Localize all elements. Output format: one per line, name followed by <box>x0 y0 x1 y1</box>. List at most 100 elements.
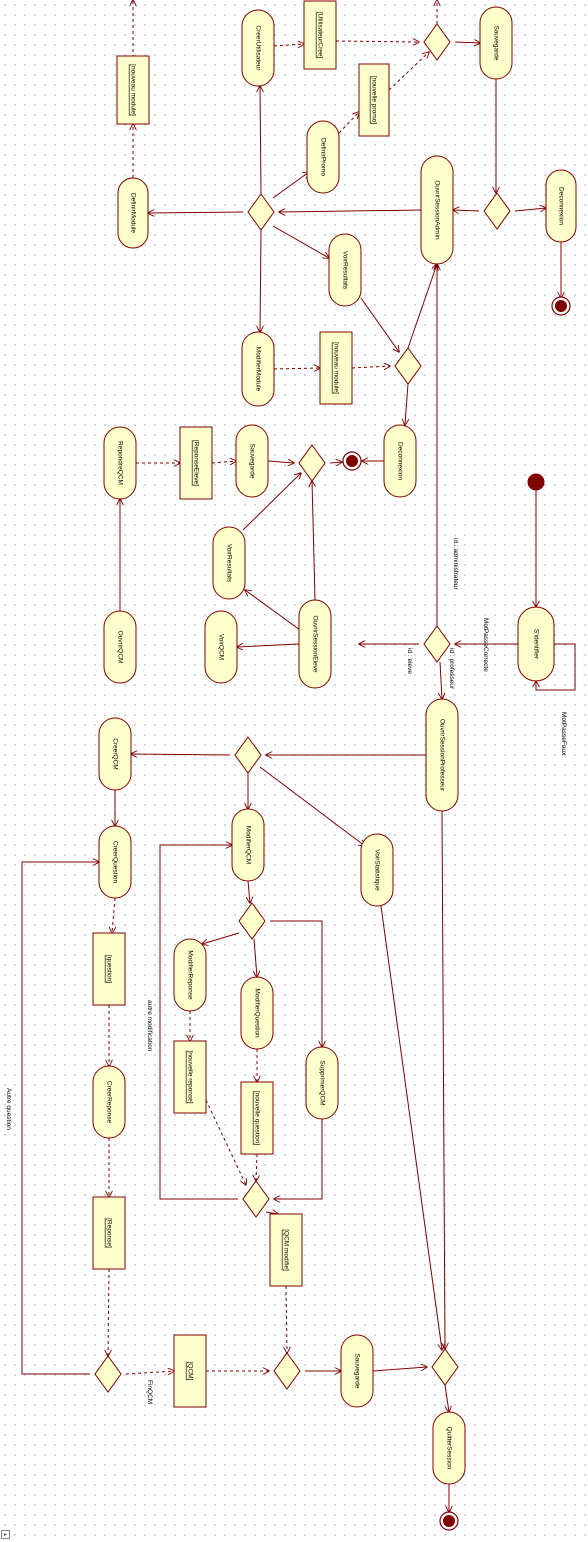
activity-label: ModifierReponse <box>187 950 194 1000</box>
edge-dec-to-creer-util <box>260 86 261 195</box>
object-shape <box>240 1081 274 1155</box>
final-node-admin <box>551 296 571 316</box>
decision-modif-end[interactable] <box>242 1180 270 1218</box>
edge-save-prof-to-dec <box>372 1367 427 1372</box>
activity-definir-promo[interactable]: DefinirPromo <box>306 120 340 194</box>
object-label: [Reponse] <box>106 1218 113 1248</box>
activity-ouvrir-qcm[interactable]: OuvrirQCM <box>103 610 137 684</box>
object-nouveau-module-top[interactable]: [nouveau module] <box>116 55 150 125</box>
object-nouvelle-question[interactable]: [nouvelle question] <box>240 1081 274 1155</box>
activity-voir-qcm[interactable]: VoirQCM <box>204 610 238 684</box>
activity-deconnexion-admin[interactable]: Deconnexion <box>545 169 577 243</box>
activity-modifier-question[interactable]: ModifierQuestion <box>240 976 274 1050</box>
object-question[interactable]: [question] <box>92 932 126 1006</box>
activity-label: ModifierModule <box>255 347 262 392</box>
activity-shape <box>204 610 238 684</box>
activity-voir-resultats-admin[interactable]: VoirResultats <box>328 233 362 307</box>
edge-admin-to-decision <box>279 210 422 212</box>
object-shape <box>173 1040 207 1114</box>
activity-sauvegarde-eleve[interactable]: Sauvegarde <box>235 424 269 498</box>
object-shape <box>116 55 150 125</box>
activity-shape <box>241 331 275 407</box>
activity-creer-qcm[interactable]: CreerQCM <box>98 717 132 791</box>
decision-modif[interactable] <box>238 902 266 940</box>
object-shape <box>319 331 353 405</box>
edge-dec-to-creerqcm <box>131 754 231 755</box>
activity-creer-utilisateur[interactable]: CreerUtilisateur <box>241 9 275 87</box>
decision-save-qcm[interactable] <box>273 1352 301 1390</box>
activity-shape <box>479 6 513 80</box>
edge-obj-promo-to-dec <box>388 52 429 91</box>
object-reponse[interactable]: [Reponse] <box>92 1196 126 1270</box>
object-label: [nouvelle reponse] <box>187 1050 194 1103</box>
activity-label: SupprimerQCM <box>319 1060 326 1105</box>
edge-nrep-to-dec <box>205 1099 246 1185</box>
activity-voir-resultats-eleve[interactable]: VoirResultats <box>212 526 246 600</box>
activity-label: CreerUtilisateur <box>255 25 262 71</box>
object-qcm-modifie[interactable]: [QCM modifie] <box>269 1213 303 1287</box>
activity-quitter-session[interactable]: QuitterSession <box>432 1411 466 1485</box>
activity-ouvrir-session-professeur[interactable]: OuvrirSessionProfesseur <box>425 698 459 812</box>
activity-sauvegarde-admin[interactable]: Sauvegarde <box>479 6 513 80</box>
object-label: [nouveau module] <box>333 342 340 394</box>
guard-autre-question: Autre question <box>5 1088 12 1130</box>
activity-shape <box>306 120 340 194</box>
activity-shape <box>383 424 417 498</box>
object-shape <box>179 426 213 500</box>
object-label: [QCM modifie] <box>283 1229 290 1271</box>
resize-handle-icon[interactable]: ▸ <box>1 1530 10 1539</box>
decision-admin-module[interactable] <box>394 347 422 385</box>
decision-admin-main[interactable] <box>247 193 275 231</box>
activity-shape <box>240 976 274 1050</box>
object-label: [question] <box>106 955 113 983</box>
activity-creer-reponse[interactable]: CreerReponse <box>92 1065 126 1139</box>
object-nouvelle-reponse[interactable]: [nouvelle reponse] <box>173 1040 207 1114</box>
decision-admin-save[interactable] <box>423 23 451 61</box>
activity-shape <box>340 1334 374 1408</box>
activity-shape <box>432 1411 466 1485</box>
activity-creer-question[interactable]: CreerQuestion <box>98 825 132 899</box>
activity-sauvegarde-prof[interactable]: Sauvegarde <box>340 1334 374 1408</box>
activity-label: VoirResultats <box>226 544 233 583</box>
activity-shape <box>425 698 459 812</box>
decision-quit[interactable] <box>431 1348 459 1386</box>
decision-admin-logout[interactable] <box>483 192 511 230</box>
activity-modifier-reponse[interactable]: ModifierReponse <box>173 938 207 1012</box>
edge-dec-to-stat <box>259 766 365 846</box>
activity-repondre-qcm[interactable]: RepondreQCM <box>103 426 137 500</box>
object-nouveau-module-mid[interactable]: [nouveau module] <box>319 331 353 405</box>
edge-suppr-to-dec <box>274 1119 323 1199</box>
edge-rep-to-save <box>211 461 236 463</box>
activity-supprimer-qcm[interactable]: SupprimerQCM <box>305 1046 339 1120</box>
object-utilisateur-cree[interactable]: [UtilisateurCree] <box>303 0 337 70</box>
activity-sidentifier[interactable]: S'identifier <box>517 606 555 682</box>
decision-prof[interactable] <box>234 736 262 774</box>
activity-deconnexion-eleve[interactable]: Deconnexion <box>383 424 417 498</box>
activity-label: Deconnexion <box>558 187 565 225</box>
edge-dec-to-modquest <box>254 938 257 977</box>
edge-modqcm-to-dec <box>248 880 250 903</box>
decision-login[interactable] <box>423 625 451 663</box>
object-shape <box>92 1196 126 1270</box>
decision-eleve[interactable] <box>298 444 326 482</box>
object-shape <box>358 63 390 137</box>
activity-modifier-module[interactable]: ModifierModule <box>241 331 275 407</box>
activity-label: DefinirModule <box>130 193 137 233</box>
object-nouvelle-promo[interactable]: [nouvelle promo] <box>358 63 390 137</box>
edge-login-to-prof <box>440 661 442 699</box>
object-shape <box>303 0 337 70</box>
edge-autre-modification <box>159 845 238 1200</box>
activity-modifier-qcm[interactable]: ModifierQCM <box>231 808 265 882</box>
activity-label: OuvrirSessionProfesseur <box>439 719 446 792</box>
activity-ouvrir-session-eleve[interactable]: OuvrirSessionEleve <box>298 599 332 689</box>
object-qcm[interactable]: [QCM] <box>173 1334 207 1408</box>
activity-label: Deconnexion <box>397 442 404 480</box>
object-shape <box>269 1213 303 1287</box>
activity-definir-module[interactable]: DefinirModule <box>117 177 149 249</box>
activity-voir-statistique[interactable]: VoirStatistique <box>360 833 394 907</box>
activity-ouvrir-session-admin[interactable]: OuvrirSessionAdmin <box>420 155 454 265</box>
object-reponse-eleve[interactable]: [ReponseEleve] <box>179 426 213 500</box>
edge-utilcree-to-dec <box>335 41 419 42</box>
decision-question[interactable] <box>94 1355 122 1393</box>
activity-label: OuvrirSessionAdmin <box>434 180 441 240</box>
